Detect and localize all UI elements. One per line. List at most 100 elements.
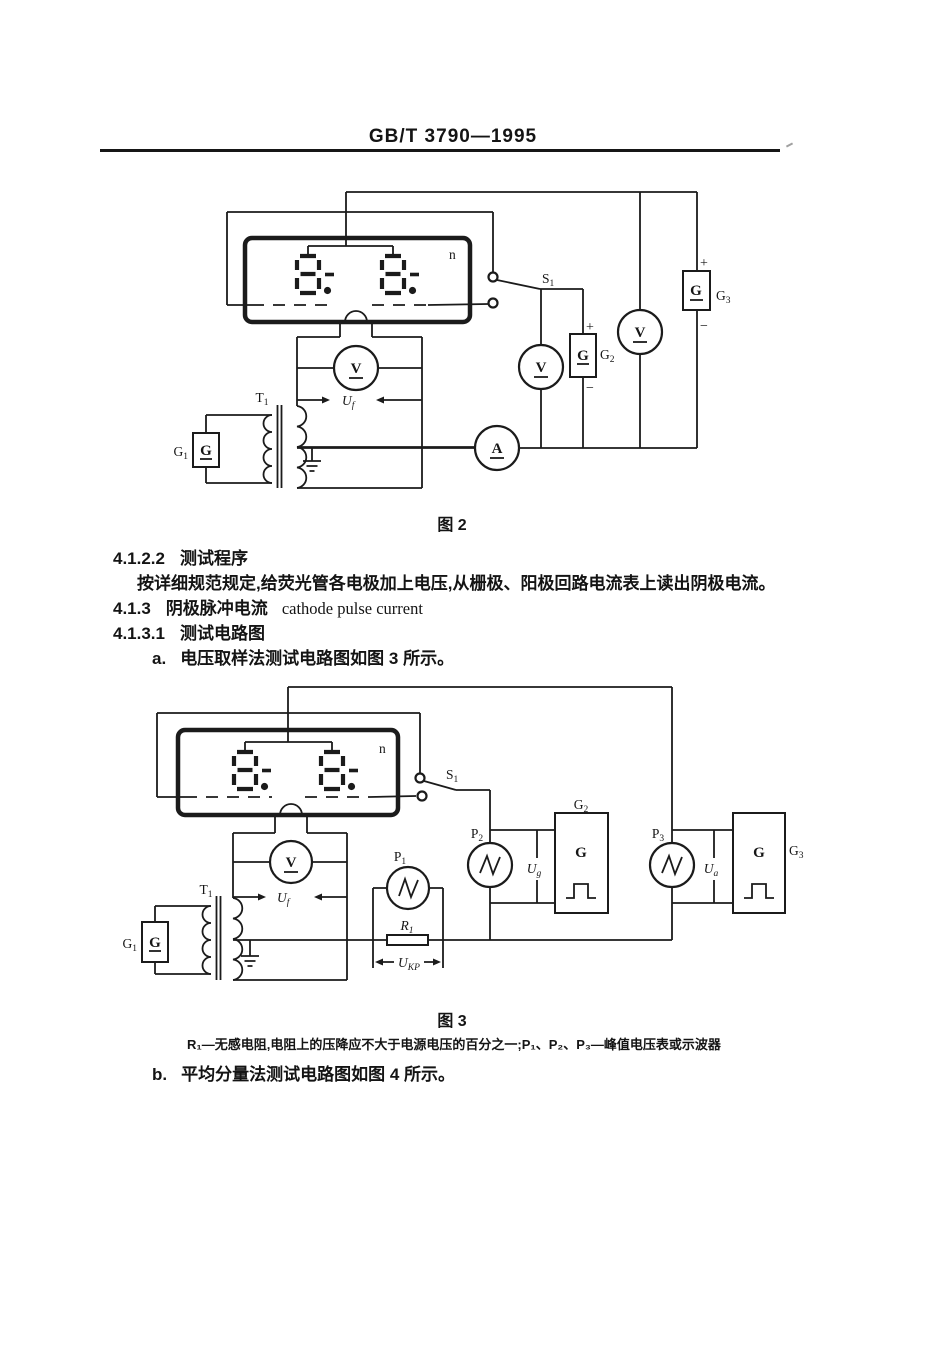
fig2-g3-label: G3 xyxy=(716,288,731,306)
fig2-wires xyxy=(205,191,698,489)
fig3-ukp-label: UKP xyxy=(398,955,420,973)
fig2-digit-2 xyxy=(382,256,419,294)
fig3-ground-icon xyxy=(241,940,259,967)
fig2-vf-letter: V xyxy=(351,361,362,377)
fig2-a-letter: A xyxy=(492,441,503,457)
fig3-ukp-indicator: UKP xyxy=(375,955,441,973)
fig3-wires xyxy=(154,686,733,981)
figure2-circuit: n S1 V V A xyxy=(174,191,731,489)
fig3-vfd-tube: n xyxy=(175,727,401,818)
fig2-g2-plus: + xyxy=(586,320,594,335)
section-title: 阴极脉冲电流 xyxy=(165,599,268,618)
fig2-g2-label: G2 xyxy=(600,347,615,365)
fig2-heater-voltmeter: V xyxy=(332,344,380,392)
section-title: 测试电路图 xyxy=(180,624,265,643)
fig3-resistor-r1: R1 xyxy=(386,918,429,946)
fig3-s1-label: S1 xyxy=(446,767,459,785)
fig2-uf-label: Uf xyxy=(342,393,356,411)
fig2-v2-letter: V xyxy=(635,325,646,341)
fig3-ua-label: Ua xyxy=(704,861,719,879)
fig3-g2-letter: G xyxy=(575,845,587,861)
section-number: 4.1.3 xyxy=(113,599,151,618)
fig3-p1-label: P1 xyxy=(394,849,407,867)
fig2-ammeter: A xyxy=(473,424,521,472)
fig2-s1-upper-contact xyxy=(487,271,499,283)
fig3-g2-pulse-icon xyxy=(566,883,596,899)
item-b-line: b. 平均分量法测试电路图如图 4 所示。 xyxy=(152,1060,455,1085)
fig2-voltmeter-2: V xyxy=(616,308,664,356)
section-title: 测试程序 xyxy=(180,549,248,568)
fig2-voltmeter-1: V xyxy=(517,343,565,391)
fig2-uf-indicator: Uf xyxy=(297,393,422,411)
fig3-ua-indicator: Ua xyxy=(704,830,719,903)
section-4-1-2-2-heading: 4.1.2.2 测试程序 xyxy=(113,544,248,569)
fig3-peak-meter-p1: P1 xyxy=(385,849,431,911)
page-title: GB/T 3790—1995 xyxy=(368,126,538,147)
header-rule xyxy=(100,149,780,152)
fig3-p3-label: P3 xyxy=(652,826,665,844)
fig3-r1-label: R1 xyxy=(400,918,414,936)
fig2-vfd-tube: n xyxy=(242,235,473,325)
fig2-supply-g2: G + − G2 xyxy=(569,320,615,396)
fig3-g2-label: G2 xyxy=(574,797,589,815)
fig2-v1-letter: V xyxy=(536,360,547,376)
section-4-1-3-heading: 4.1.3 阴极脉冲电流 cathode pulse current xyxy=(113,594,423,619)
fig2-g1-letter: G xyxy=(200,443,212,459)
fig2-supply-g1: G G1 xyxy=(174,432,220,468)
fig3-tube-n-label: n xyxy=(379,741,386,756)
item-a-text: 电压取样法测试电路图如图 3 所示。 xyxy=(180,649,455,668)
fig2-supply-g3: G + − G3 xyxy=(682,256,731,334)
fig3-ug-indicator: Ug xyxy=(527,830,542,903)
fig3-uf-label: Uf xyxy=(277,890,291,908)
fig2-transformer-t1: T1 xyxy=(256,390,308,489)
fig2-s1-label: S1 xyxy=(542,271,555,289)
section-4-1-3-1-heading: 4.1.3.1 测试电路图 xyxy=(113,619,265,644)
fig3-g3-label: G3 xyxy=(789,843,804,861)
item-b-label: b. xyxy=(152,1065,168,1084)
figure2-caption: 图 2 xyxy=(437,517,467,534)
fig3-digit-2 xyxy=(321,752,358,790)
figure3-note: R₁—无感电阻,电阻上的压降应不大于电源电压的百分之一;P₁、P₂、P₃—峰值电… xyxy=(187,1037,721,1052)
fig2-tube-n-label: n xyxy=(449,247,456,262)
fig3-supply-g1: G G1 xyxy=(123,921,169,963)
fig3-g3-pulse-icon xyxy=(744,883,774,899)
fig2-g2-minus: − xyxy=(586,381,594,396)
fig2-s1-lower-contact xyxy=(487,297,499,309)
figure3-caption: 图 3 xyxy=(437,1013,467,1030)
fig3-ug-label: Ug xyxy=(527,861,542,879)
fig2-g3-minus: − xyxy=(700,319,708,334)
fig3-digit-1 xyxy=(234,752,271,790)
fig3-transformer-t1: T1 xyxy=(200,882,244,981)
fig3-t1-label: T1 xyxy=(200,882,213,900)
fig3-s1-upper-contact xyxy=(414,772,426,784)
paragraph-4-1-2-2: 按详细规范规定,给荧光管各电极加上电压,从栅极、阳极回路电流表上读出阴极电流。 xyxy=(137,574,776,593)
fig3-g1-label: G1 xyxy=(123,936,138,954)
fig3-peak-meter-p3: P3 xyxy=(648,826,696,889)
fig2-g1-label: G1 xyxy=(174,444,189,462)
fig2-t1-label: T1 xyxy=(256,390,269,408)
item-b-text: 平均分量法测试电路图如图 4 所示。 xyxy=(181,1065,456,1084)
fig2-digit-1 xyxy=(297,256,334,294)
fig2-g3-letter: G xyxy=(690,283,702,299)
fig3-uf-indicator: Uf xyxy=(233,890,347,908)
section-number: 4.1.2.2 xyxy=(113,549,165,568)
fig3-p2-label: P2 xyxy=(471,826,484,844)
fig3-pulse-supply-g3: G G3 xyxy=(732,812,804,914)
fig3-g3-letter: G xyxy=(753,845,765,861)
fig3-peak-meter-p2: P2 xyxy=(466,826,514,889)
fig3-g1-letter: G xyxy=(149,935,161,951)
section-number: 4.1.3.1 xyxy=(113,624,165,643)
fig2-ground-icon xyxy=(303,448,321,472)
figure3-circuit: n S1 P2 P3 xyxy=(123,686,804,981)
section-title-en: cathode pulse current xyxy=(281,599,423,618)
fig3-pulse-supply-g2: G G2 xyxy=(554,797,609,914)
item-a-line: a. 电压取样法测试电路图如图 3 所示。 xyxy=(152,644,454,669)
fig3-vf-letter: V xyxy=(286,855,297,871)
fig3-switch-s1: S1 xyxy=(414,767,459,802)
item-a-label: a. xyxy=(152,649,167,668)
fig2-g2-letter: G xyxy=(577,348,589,364)
fig3-s1-lower-contact xyxy=(416,790,428,802)
fig3-heater-voltmeter: V xyxy=(268,839,314,885)
